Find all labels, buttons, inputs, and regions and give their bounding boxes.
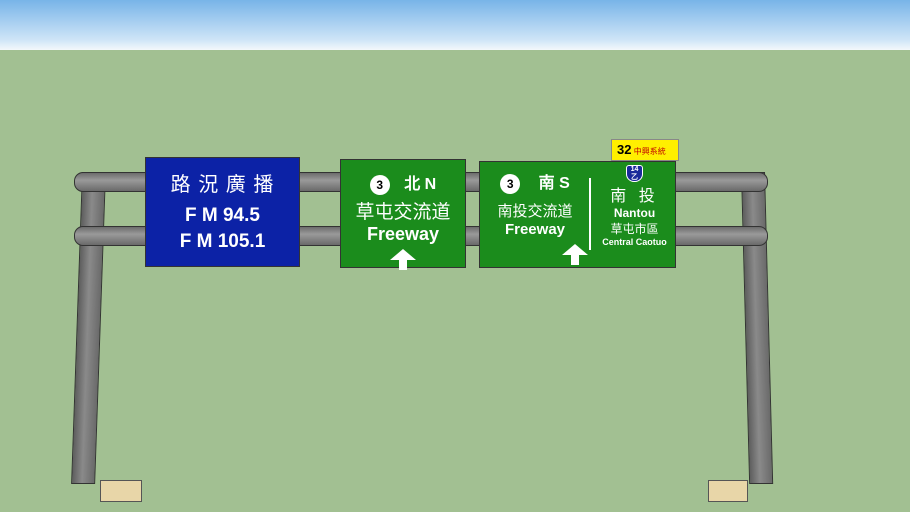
radio-freq-2: F M 105.1 (179, 231, 266, 252)
north-sign: 3 北 N 草屯交流道 Freeway (340, 159, 466, 270)
right-post-base (708, 480, 748, 502)
radio-sign: 路 況 廣 播 F M 94.5 F M 105.1 (145, 157, 300, 267)
dest-caotun-en: Central Caotuo (602, 237, 667, 247)
freeway-route-shield-icon: 3 (500, 173, 521, 194)
dest-nantou-en: Nantou (613, 206, 656, 220)
exit-plate: 32 中興系統 (611, 139, 679, 161)
north-freeway-label: Freeway (366, 223, 440, 244)
route-number: 14 (630, 166, 639, 173)
up-arrow-icon (562, 244, 588, 265)
exit-name: 中興系統 (633, 147, 666, 156)
north-interchange-name: 草屯交流道 (355, 201, 451, 223)
south-freeway-label: Freeway (504, 220, 566, 238)
south-direction: 南 S (538, 175, 570, 192)
south-interchange-name: 南投交流道 (497, 202, 573, 220)
freeway-route-shield-icon: 3 (369, 174, 390, 195)
up-arrow-icon (341, 248, 465, 270)
dest-nantou: 南 投 (610, 188, 659, 205)
dest-caotun: 草屯市區 (610, 222, 659, 236)
sky (0, 0, 910, 50)
divider (589, 178, 591, 250)
right-post (741, 172, 774, 484)
route-suffix: 乙 (631, 174, 638, 181)
radio-freq-1: F M 94.5 (185, 205, 260, 226)
left-post-base (100, 480, 142, 502)
radio-title: 路 況 廣 播 (170, 174, 275, 196)
north-direction: 北 N (404, 176, 437, 193)
exit-number: 32 (617, 142, 632, 157)
left-post (71, 172, 106, 484)
